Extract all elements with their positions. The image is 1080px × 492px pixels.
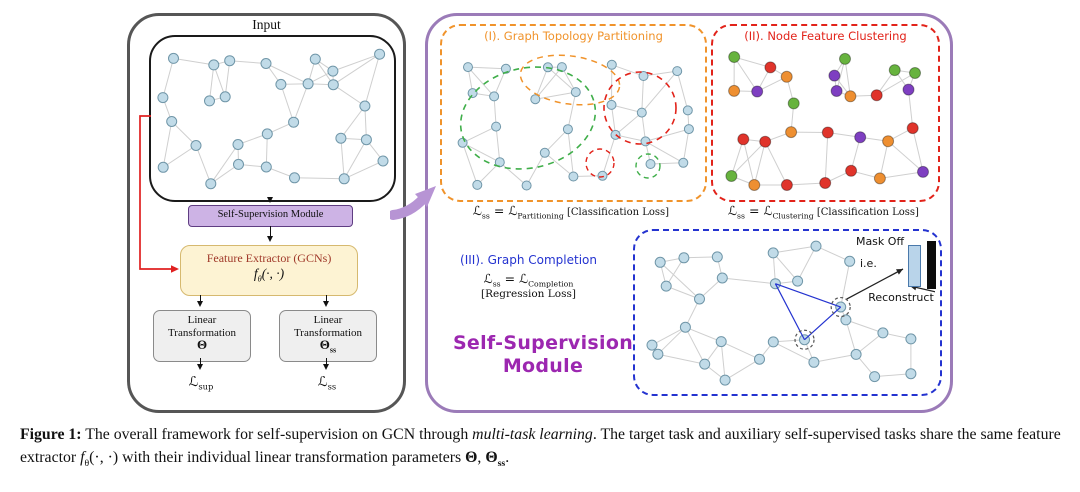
flow-arrow [196, 295, 203, 307]
loss-formula-completion: ℒss = ℒCompletion [483, 271, 574, 289]
feature-extractor-formula: fθ(·, ·) [181, 266, 357, 284]
ie-label: i.e. [860, 257, 877, 270]
graph-completion-box: Mask Off i.e. Reconstruct [633, 229, 942, 396]
input-label: Input [252, 17, 281, 32]
masked-feature-bar [908, 245, 921, 287]
f-args: (·, ·) [261, 266, 285, 281]
flow-arrow [196, 358, 203, 370]
clustering-graph [725, 51, 929, 191]
linear-line2: Transformation [293, 326, 363, 339]
module-connector-arrow [390, 186, 436, 220]
caption-figure-label: Figure 1: [20, 426, 82, 443]
full-feature-bar [927, 241, 936, 289]
feature-extractor-title: Feature Extractor (GCNs) [206, 251, 332, 265]
linear-transformation-box-sup: Linear Transformation Θ [153, 310, 251, 362]
skip-connection-arrow [139, 115, 179, 273]
theta-symbol: Θ [196, 337, 208, 352]
mask-off-label: Mask Off [855, 235, 905, 248]
self-supervision-module-box: Self-Supervision Module [188, 205, 353, 227]
input-graph [157, 48, 389, 190]
completion-graph [646, 240, 935, 386]
graph-topology-partitioning-box: (I). Graph Topology Partitioning [440, 24, 707, 202]
feature-extractor-box: Feature Extractor (GCNs) fθ(·, ·) [180, 245, 358, 296]
flow-arrow [322, 358, 329, 370]
linear-line1: Linear [187, 314, 217, 326]
task2-title: (II). Node Feature Clustering [744, 29, 907, 43]
f-subscript: θ [257, 274, 262, 284]
node-feature-clustering-box: (II). Node Feature Clustering [711, 24, 940, 202]
target-task-panel: Input Self-Supervision Module Feature Ex… [127, 13, 406, 413]
supervised-loss-label: ℒsup [188, 374, 214, 392]
loss-formula-partitioning: ℒss = ℒPartitioning [Classification Loss… [472, 203, 670, 221]
loss-formula-completion-tail: [Regression Loss] [481, 288, 576, 300]
figure-caption: Figure 1: The overall framework for self… [20, 426, 1061, 469]
flow-arrow [322, 295, 329, 307]
linear-line2: Transformation [167, 326, 237, 339]
self-supervision-module-panel: (I). Graph Topology Partitioning ℒss = ℒ… [425, 13, 953, 413]
linear-transformation-box-ss: Linear Transformation Θss [279, 310, 377, 362]
module-title: Self-Supervision Module [452, 332, 634, 377]
f-symbol: f [253, 266, 258, 281]
partitioning-graph [457, 54, 694, 191]
task3-title: (III). Graph Completion [460, 253, 597, 267]
flow-arrow [266, 196, 273, 203]
reconstruct-label: Reconstruct [868, 291, 934, 304]
selfsupervised-loss-label: ℒss [317, 374, 337, 392]
linear-line1: Linear [313, 314, 343, 326]
theta-ss-symbol: Θss [319, 337, 337, 355]
task1-title: (I). Graph Topology Partitioning [484, 29, 663, 43]
loss-formula-clustering: ℒss = ℒClustering [Classification Loss] [728, 203, 919, 221]
flow-arrow [266, 226, 273, 242]
input-graph-box [149, 35, 396, 202]
